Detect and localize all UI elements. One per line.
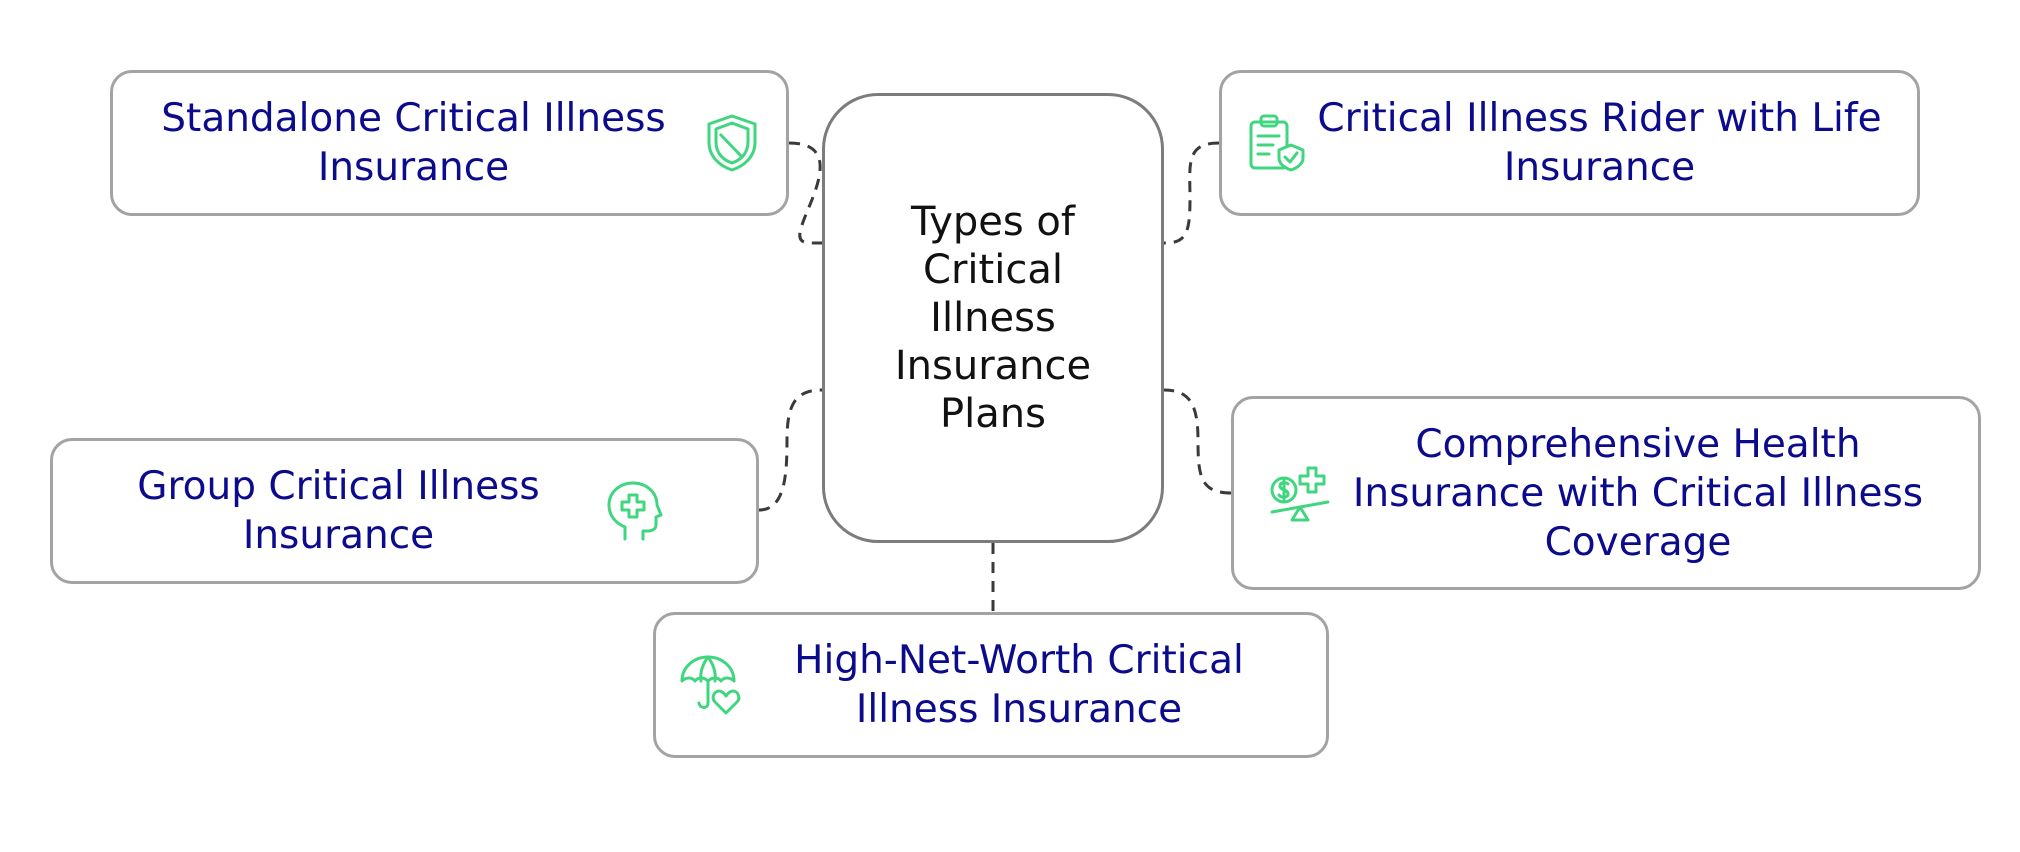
node-standalone: Standalone Critical Illness Insurance [110,70,789,216]
node-label: Group Critical Illness Insurance [137,464,540,558]
head-medical-icon [602,479,666,543]
connector-group [758,388,823,512]
center-title: Types of Critical Illness Insurance Plan… [894,199,1092,437]
node-group: Group Critical Illness Insurance [50,438,759,584]
connector-rider [1163,141,1220,245]
umbrella-heart-icon [678,653,742,717]
node-rider: Critical Illness Rider with Life Insuran… [1219,70,1920,216]
node-label: Comprehensive Health Insurance with Crit… [1352,421,1924,565]
connector-standalone [788,141,823,245]
node-label: High-Net-Worth Critical Illness Insuranc… [794,638,1244,732]
money-health-balance-icon [1268,461,1332,525]
node-hnw: High-Net-Worth Critical Illness Insuranc… [653,612,1329,758]
node-label: Critical Illness Rider with Life Insuran… [1317,96,1882,190]
clipboard-check-icon [1244,111,1308,175]
center-topic: Types of Critical Illness Insurance Plan… [822,93,1164,543]
shield-icon [700,111,764,175]
node-label: Standalone Critical Illness Insurance [161,96,666,190]
connector-comprehensive [1163,388,1232,495]
node-comprehensive: Comprehensive Health Insurance with Crit… [1231,396,1981,590]
